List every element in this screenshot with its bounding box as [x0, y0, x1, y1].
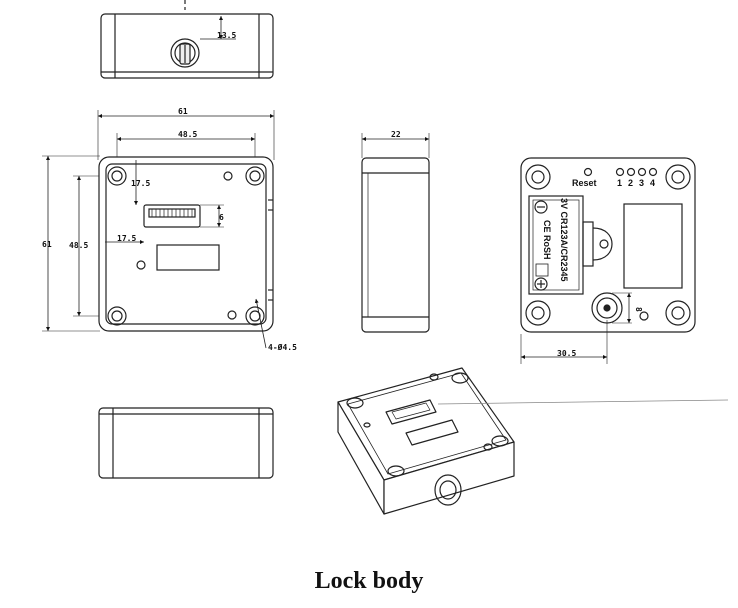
side-view [361, 133, 430, 333]
keyhole-icon [170, 38, 200, 68]
dim-connector-height: 6 [219, 213, 224, 222]
mount-hole-icon [525, 300, 551, 326]
dim-height-total: 61 [42, 240, 52, 249]
top-view [100, 0, 274, 79]
iso-lock-cylinder-icon [434, 474, 462, 506]
front-view [42, 110, 275, 349]
separator-line [437, 399, 729, 405]
isometric-view [337, 367, 515, 515]
iso-connector-icon [385, 399, 437, 425]
connector-icon [143, 204, 201, 228]
dim-inner-spacing: 48.5 [178, 130, 197, 139]
mount-hole-icon [245, 306, 265, 326]
led-number-1: 1 [617, 178, 622, 188]
dim-offset-x: 17.5 [117, 234, 136, 243]
battery-holder-icon [528, 195, 613, 295]
battery-text: 3V CR123A/CR2345 [559, 198, 569, 282]
mount-hole-icon [107, 166, 127, 186]
dim-width-total: 61 [178, 107, 188, 116]
mount-hole-icon [665, 164, 691, 190]
reset-label: Reset [572, 178, 597, 188]
back-view [520, 157, 696, 364]
mount-hole-icon [245, 166, 265, 186]
dim-back-offset: 30.5 [557, 349, 576, 358]
led-number-2: 2 [628, 178, 633, 188]
bottom-view [98, 407, 274, 479]
cert-text: CE RoSH [542, 220, 552, 260]
mount-hole-icon [107, 306, 127, 326]
led-number-3: 3 [639, 178, 644, 188]
mount-hole-icon [665, 300, 691, 326]
dim-offset-y: 17.5 [131, 179, 150, 188]
dim-side-thickness: 22 [391, 130, 401, 139]
led-number-4: 4 [650, 178, 655, 188]
dim-height-inner: 48.5 [69, 241, 88, 250]
dim-back-small: 8 [634, 307, 643, 312]
led-indicator-icon [615, 167, 658, 177]
dim-hole-spec: 4-Ø4.5 [268, 342, 297, 352]
caption-title: Lock body [314, 568, 424, 594]
dim-top-keyhole: 13.5 [217, 31, 236, 40]
mount-hole-icon [525, 164, 551, 190]
reset-button-icon [583, 167, 593, 177]
lock-cylinder-icon [591, 292, 623, 324]
